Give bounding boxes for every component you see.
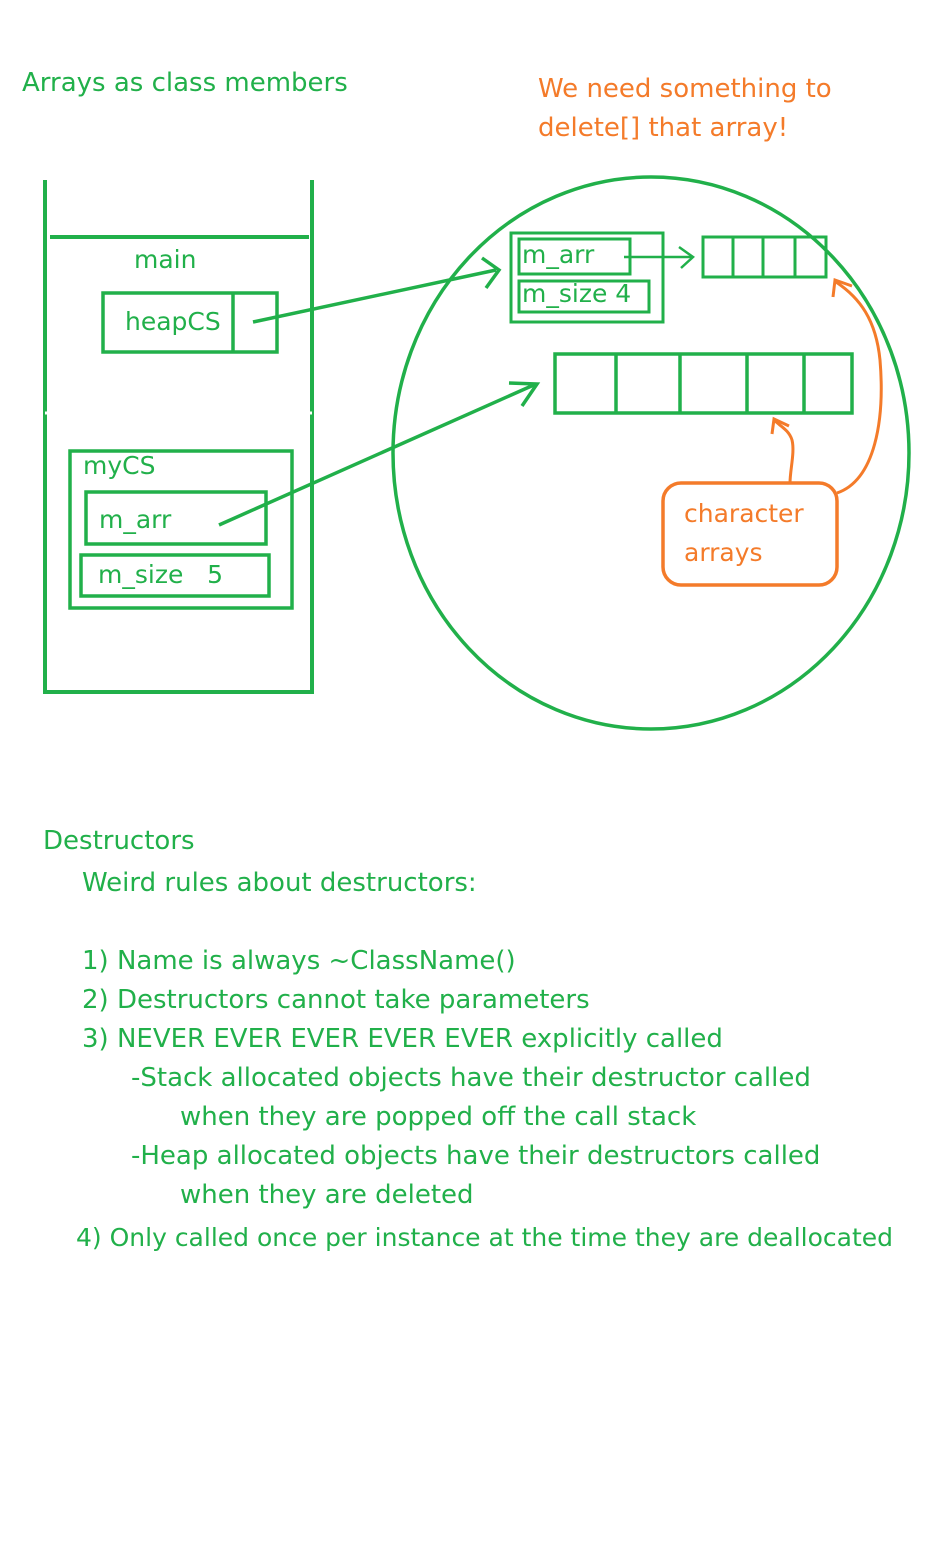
mycs-object-box	[68, 449, 294, 610]
large-char-array	[553, 352, 854, 415]
rule-3a-continued: when they are popped off the call stack	[180, 1102, 697, 1132]
call-stack	[43, 180, 314, 694]
rule-4: 4) Only called once per instance at the …	[76, 1223, 894, 1252]
heap-m-size-label: m_size 4	[522, 279, 631, 308]
note-line-2: delete[] that array!	[538, 113, 789, 143]
callout-box	[661, 277, 883, 587]
mycs-m-arr-label: m_arr	[99, 505, 172, 534]
heap-region	[391, 175, 911, 731]
callout-arrow-to-large-array	[772, 418, 795, 484]
callout-line-1: character	[684, 499, 804, 528]
mycs-label: myCS	[83, 451, 155, 480]
callout-line-2: arrays	[684, 538, 763, 567]
rule-3b: -Heap allocated objects have their destr…	[131, 1141, 821, 1171]
rule-3: 3) NEVER EVER EVER EVER EVER explicitly …	[82, 1024, 723, 1054]
notes-heading: Destructors	[43, 826, 195, 856]
rule-1: 1) Name is always ~ClassName()	[82, 946, 516, 976]
heapcs-label: heapCS	[125, 307, 221, 336]
heap-m-arr-label: m_arr	[522, 240, 595, 269]
stack-frame-label: main	[134, 245, 196, 274]
heap-pointer-box	[101, 291, 279, 354]
page-title: Arrays as class members	[22, 68, 348, 98]
heapcs-pointer-arrow	[252, 268, 497, 324]
mycs-m-size-label: m_size 5	[98, 560, 223, 589]
pointer-arrows	[218, 245, 695, 527]
rule-2: 2) Destructors cannot take parameters	[82, 985, 590, 1015]
notes-intro: Weird rules about destructors:	[82, 868, 477, 898]
small-char-array	[701, 235, 828, 279]
rule-3b-continued: when they are deleted	[180, 1180, 474, 1210]
note-line-1: We need something to	[538, 74, 832, 104]
callout-arrow-to-small-array	[835, 280, 883, 495]
rule-3a: -Stack allocated objects have their dest…	[131, 1063, 811, 1093]
mycs-m-arr-pointer-arrow	[218, 382, 537, 527]
